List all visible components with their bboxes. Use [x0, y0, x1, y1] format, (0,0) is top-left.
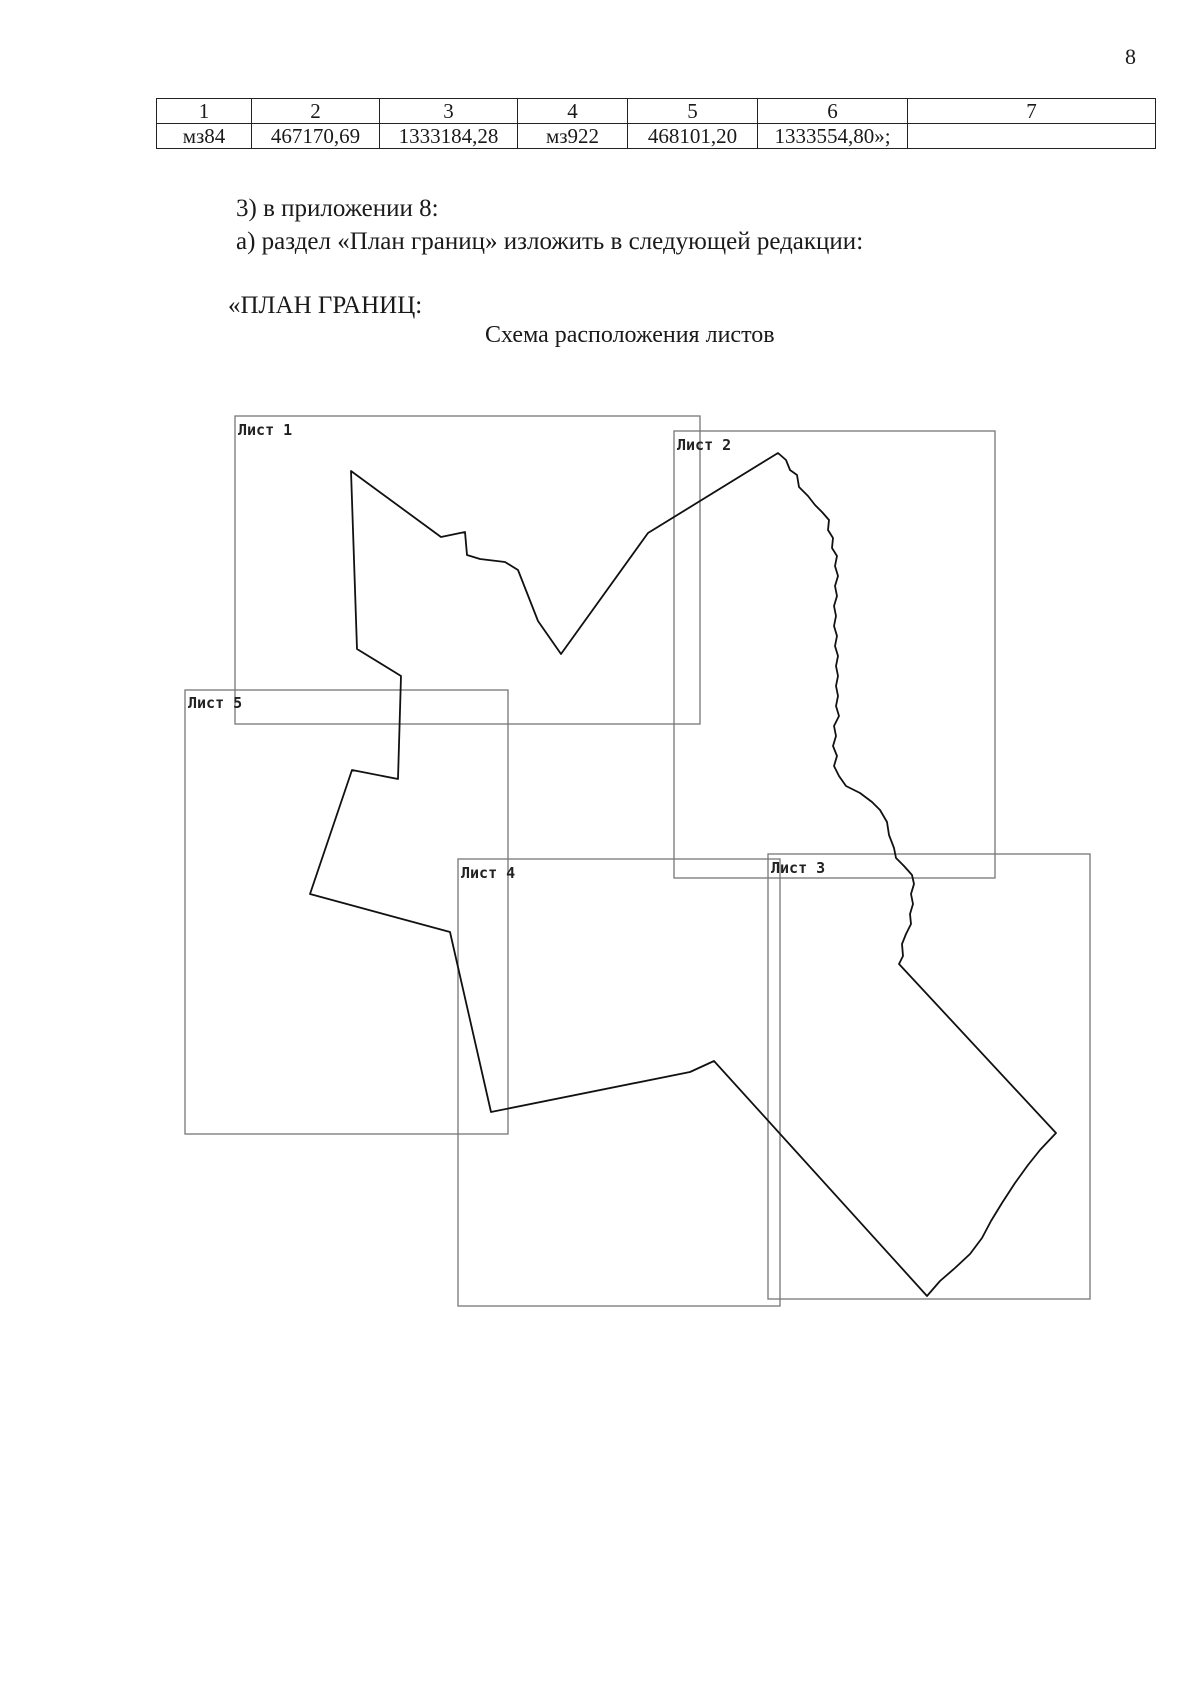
table-cell: мз922	[517, 123, 628, 149]
table-header-cell: 3	[379, 98, 518, 124]
table-row: мз84 467170,69 1333184,28 мз922 468101,2…	[156, 123, 1156, 149]
plan-heading: «ПЛАН ГРАНИЦ:	[228, 292, 423, 319]
table-header-cell: 5	[627, 98, 758, 124]
table-header-row: 1 2 3 4 5 6 7	[156, 98, 1156, 124]
page-number: 8	[1125, 44, 1136, 69]
amendment-item-3: 3) в приложении 8:	[236, 195, 439, 222]
sheet-frame-4	[457, 858, 781, 1307]
table-header-cell: 4	[517, 98, 628, 124]
coordinates-table: 1 2 3 4 5 6 7 мз84 467170,69 1333184,28 …	[156, 98, 1156, 149]
territory-boundary	[309, 452, 1057, 1297]
table-cell: 1333184,28	[379, 123, 518, 149]
table-cell: мз84	[156, 123, 252, 149]
table-cell: 468101,20	[627, 123, 758, 149]
table-header-cell: 2	[251, 98, 380, 124]
sheet-label-4: Лист 4	[461, 864, 515, 882]
sheet-label-5: Лист 5	[188, 694, 242, 712]
sheet-label-1: Лист 1	[238, 421, 292, 439]
scheme-caption: Схема расположения листов	[485, 322, 775, 348]
sheet-label-2: Лист 2	[677, 436, 731, 454]
amendment-item-a: а) раздел «План границ» изложить в следу…	[236, 228, 864, 255]
table-header-cell: 7	[907, 98, 1156, 124]
table-cell: 1333554,80»;	[757, 123, 908, 149]
sheet-label-3: Лист 3	[771, 859, 825, 877]
sheet-frame-2	[673, 430, 996, 879]
sheet-frame-3	[767, 853, 1091, 1300]
table-cell	[907, 123, 1156, 149]
table-cell: 467170,69	[251, 123, 380, 149]
sheet-frame-5	[184, 689, 509, 1135]
sheet-frame-1	[234, 415, 701, 725]
